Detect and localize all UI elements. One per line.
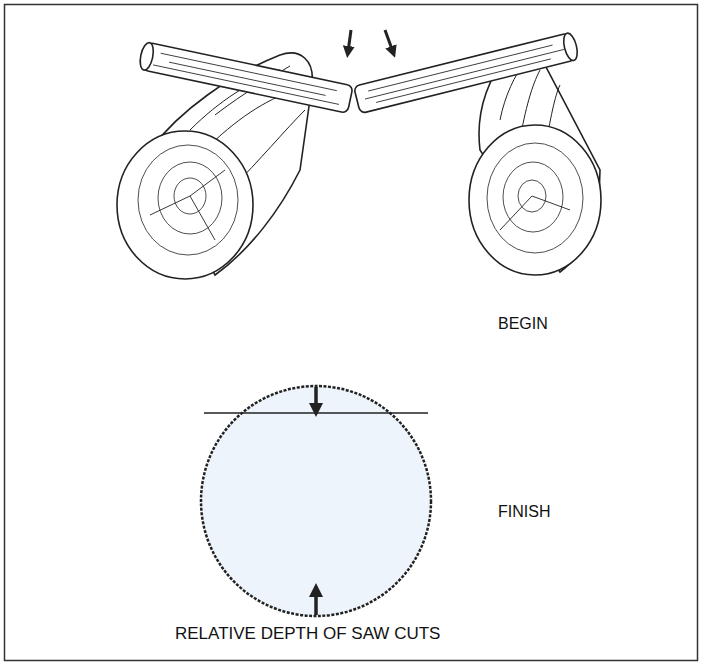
step-label: BEGIN: [498, 315, 548, 333]
force-arrows: [348, 30, 393, 52]
caption: RELATIVE DEPTH OF SAW CUTS: [175, 624, 440, 644]
step-label: FINISH: [498, 503, 550, 521]
frame: [5, 5, 698, 661]
log-cross-section: [201, 386, 431, 616]
stick: [138, 32, 580, 114]
